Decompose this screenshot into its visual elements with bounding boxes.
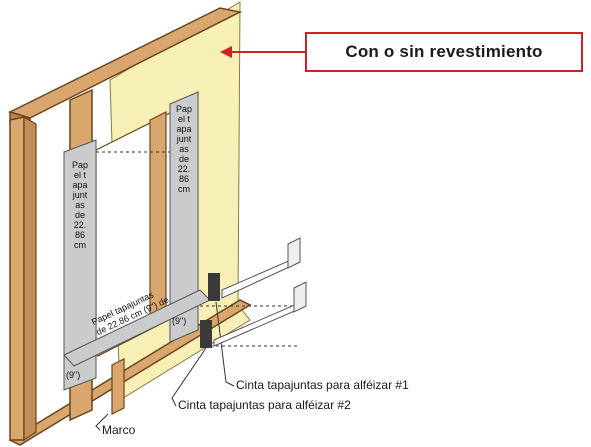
stud-cripple bbox=[111, 358, 125, 415]
paper-left-text: Papel tapajuntas de 22.86 cm bbox=[72, 160, 89, 250]
leader-sill-1 bbox=[215, 301, 235, 387]
leader-sill-2 bbox=[171, 347, 207, 407]
flashing-paper-right bbox=[169, 91, 199, 343]
stud-left-edge bbox=[23, 115, 37, 442]
sill-tape-1 bbox=[208, 273, 220, 301]
stud-left bbox=[9, 116, 25, 441]
label-sill-tape-2: Cinta tapajuntas para alféizar #2 bbox=[178, 398, 351, 412]
label-sill-tape-1: Cinta tapajuntas para alféizar #1 bbox=[236, 378, 409, 392]
sill-pan-2-up bbox=[293, 281, 307, 313]
label-frame: Marco bbox=[102, 423, 136, 437]
leader-frame bbox=[95, 413, 109, 431]
sill-tape-2 bbox=[200, 320, 212, 348]
paper-right-text: Papel tapajuntas de 22.86 cm bbox=[176, 104, 193, 194]
callout-arrow-head bbox=[220, 46, 232, 58]
paper-left-sub: (9") bbox=[66, 370, 81, 380]
paper-right-sub: (9") bbox=[172, 316, 187, 326]
callout-text: Con o sin revestimiento bbox=[345, 42, 543, 61]
sill-pan-1-up bbox=[287, 237, 301, 269]
flashing-paper-left bbox=[63, 139, 97, 391]
callout-box: Con o sin revestimiento bbox=[305, 32, 583, 72]
